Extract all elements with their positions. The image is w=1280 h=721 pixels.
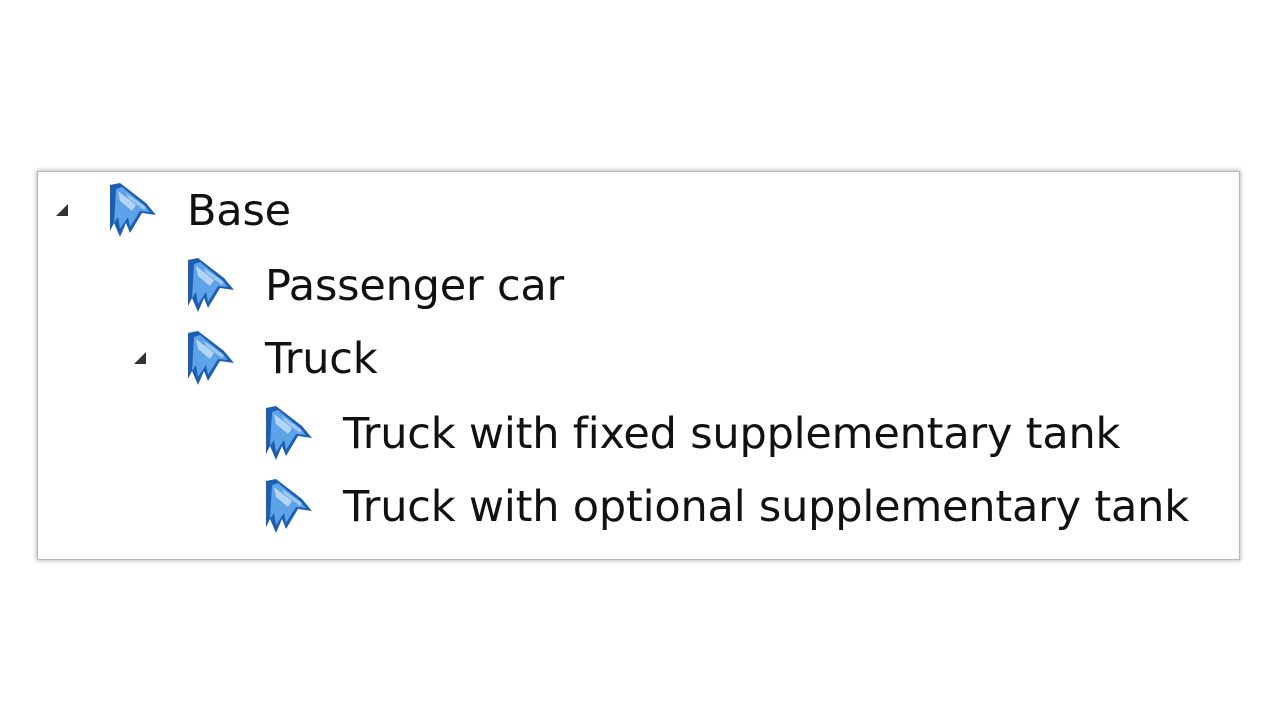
blue-ribbon-bookmark-icon xyxy=(266,479,312,533)
tree-node-label: Truck with fixed supplementary tank xyxy=(343,409,1121,459)
expanded-triangle-icon[interactable] xyxy=(52,200,72,220)
tree-node-label: Passenger car xyxy=(265,261,565,311)
tree-node-label: Truck with optional supplementary tank xyxy=(343,482,1189,532)
blue-ribbon-bookmark-icon xyxy=(266,406,312,460)
blue-ribbon-bookmark-icon xyxy=(110,183,156,237)
tree-node-label: Truck xyxy=(265,334,378,384)
tree-node-label: Base xyxy=(187,186,291,236)
blue-ribbon-bookmark-icon xyxy=(188,331,234,385)
expanded-triangle-icon[interactable] xyxy=(130,348,150,368)
variant-tree-view[interactable]: Base Passenger car Truck xyxy=(37,171,1240,560)
blue-ribbon-bookmark-icon xyxy=(188,258,234,312)
